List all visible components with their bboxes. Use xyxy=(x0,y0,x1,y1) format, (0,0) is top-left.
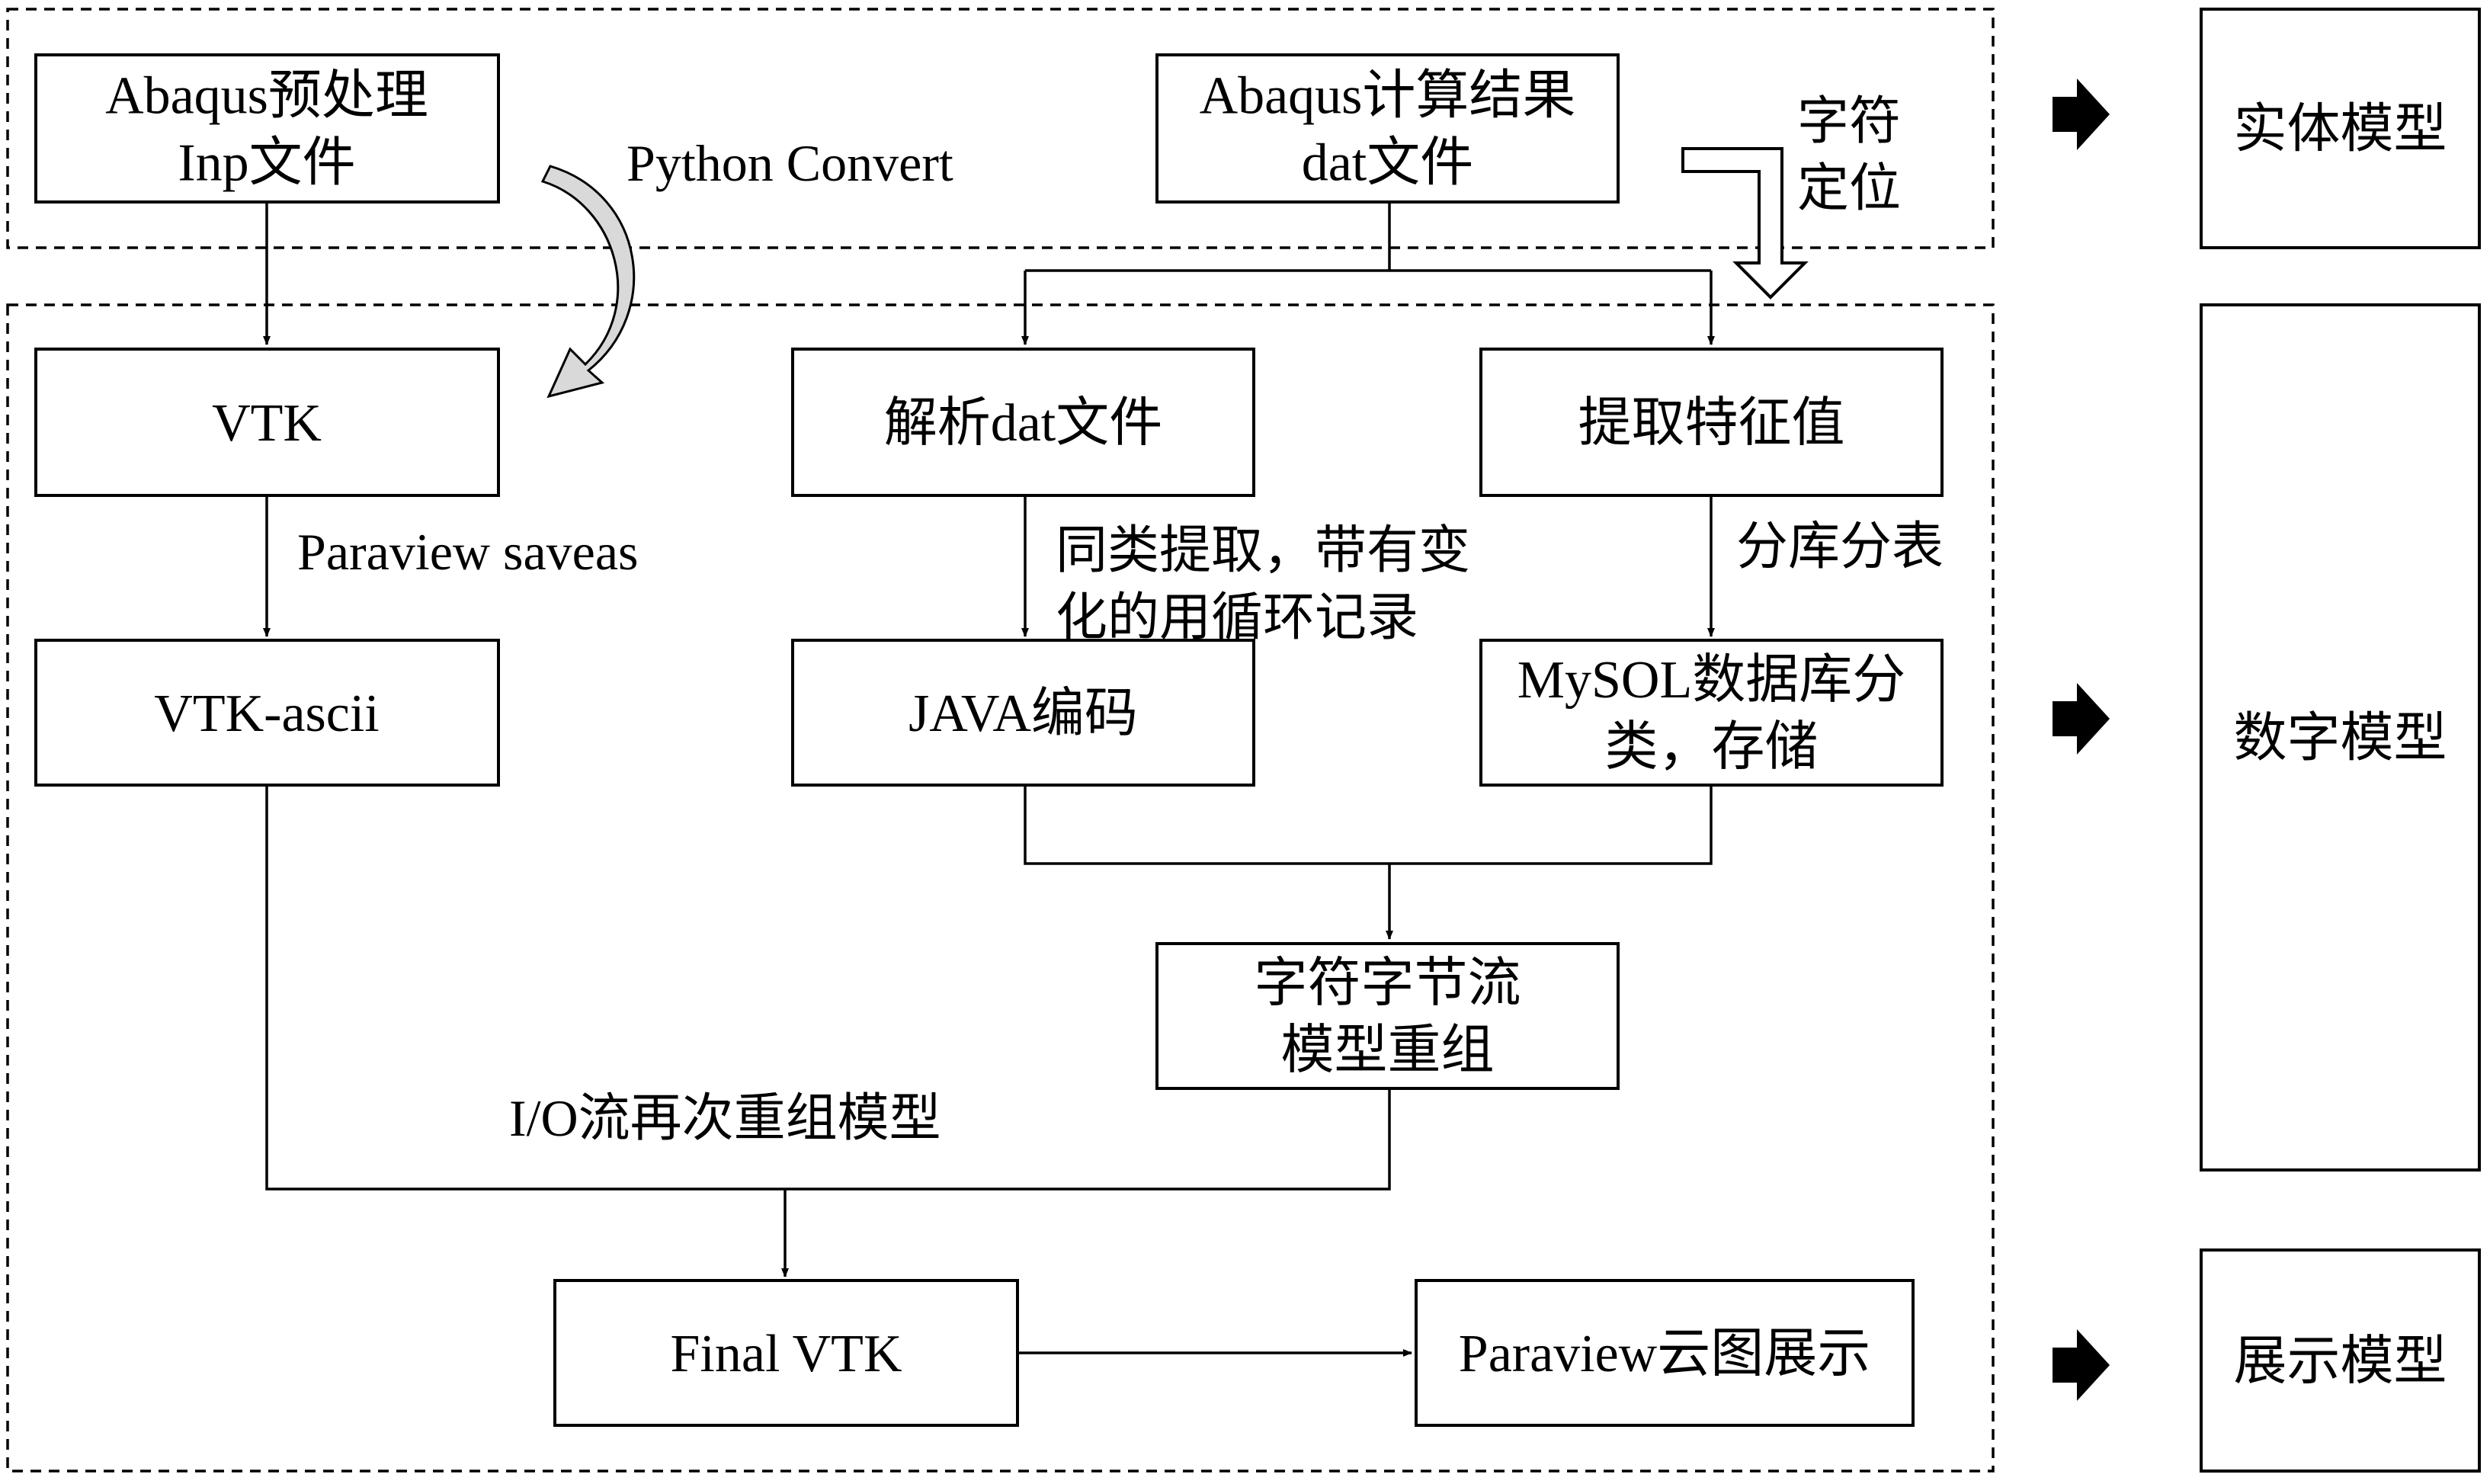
label-line: 分库分表 xyxy=(1736,518,1944,575)
label-line: 模型重组 xyxy=(1281,1021,1495,1080)
layer-physical-model: 实体模型 xyxy=(2200,8,2481,249)
label-line: VTK-ascii xyxy=(154,684,379,743)
digital-layer-frame xyxy=(6,303,1995,1473)
label-line: 类，存储 xyxy=(1605,718,1819,777)
annotation-io-stream: I/O流再次重组模型 xyxy=(509,1089,941,1147)
svg-text:解析dat文件: 解析dat文件 xyxy=(884,394,1163,453)
label-line: 数字模型 xyxy=(2234,710,2447,768)
node-parse-dat: 解析dat文件 xyxy=(791,348,1255,497)
physical-layer-frame xyxy=(6,8,1995,249)
annotation-same-class-extract: 同类提取，带有变化的用循环记录 xyxy=(1056,521,1470,646)
label-line: 字符字节流 xyxy=(1255,954,1521,1013)
svg-text:JAVA编码: JAVA编码 xyxy=(909,684,1138,743)
label-line: 解析dat文件 xyxy=(884,394,1163,453)
svg-text:Paraview云图展示: Paraview云图展示 xyxy=(1459,1325,1870,1383)
layer-arrow-icon xyxy=(2053,683,2110,755)
node-java-encode: JAVA编码 xyxy=(791,639,1255,787)
svg-text:字符字节流模型重组: 字符字节流模型重组 xyxy=(1255,954,1521,1080)
layer-arrow-icon xyxy=(2053,79,2110,150)
connector-java-mysql-merge xyxy=(1024,785,1713,939)
node-abaqus-inp: Abaqus预处理 Inp文件 xyxy=(34,53,500,204)
annotation-python-convert: Python Convert xyxy=(627,134,953,192)
connector-ascii-stream-merge xyxy=(265,785,1391,1277)
layer-arrow-icon xyxy=(2053,1329,2110,1401)
node-paraview-display: Paraview云图展示 xyxy=(1415,1279,1915,1427)
node-final-vtk: Final VTK xyxy=(553,1279,1019,1427)
label-line: 同类提取，带有变 xyxy=(1056,521,1470,579)
svg-text:VTK: VTK xyxy=(212,394,322,453)
annotation-split-db: 分库分表 xyxy=(1736,518,1944,575)
node-abaqus-dat: Abaqus计算结果 dat文件 xyxy=(1155,53,1620,204)
node-vtk-ascii: VTK-ascii xyxy=(34,639,500,787)
label-line: Paraview云图展示 xyxy=(1459,1325,1870,1383)
label-line: 字符 xyxy=(1797,92,1901,150)
svg-text:数字模型: 数字模型 xyxy=(2234,710,2447,768)
node-extract-features: 提取特征值 xyxy=(1479,348,1944,497)
label-line: I/O流再次重组模型 xyxy=(509,1089,941,1147)
label-line: VTK xyxy=(212,394,322,453)
svg-text:VTK-ascii: VTK-ascii xyxy=(154,684,379,743)
svg-text:提取特征值: 提取特征值 xyxy=(1578,394,1845,453)
annotation-paraview-saveas: Paraview saveas xyxy=(297,523,638,581)
label-line: MySOL数据库分 xyxy=(1517,651,1905,710)
label-line: Paraview saveas xyxy=(297,523,638,581)
layer-digital-model: 数字模型 xyxy=(2200,303,2481,1171)
label-line: 提取特征值 xyxy=(1578,394,1845,453)
node-stream-rebuild: 字符字节流模型重组 xyxy=(1155,942,1620,1090)
svg-text:展示模型: 展示模型 xyxy=(2234,1332,2447,1391)
label-line: 定位 xyxy=(1797,159,1901,217)
node-vtk: VTK xyxy=(34,348,500,497)
label-line: 展示模型 xyxy=(2234,1332,2447,1391)
label-line: 化的用循环记录 xyxy=(1056,588,1418,646)
svg-text:实体模型: 实体模型 xyxy=(2234,101,2447,159)
label-line: Abaqus预处理 xyxy=(105,67,428,126)
label-line: Python Convert xyxy=(627,134,953,192)
svg-text:MySOL数据库分类，存储: MySOL数据库分类，存储 xyxy=(1517,651,1905,777)
python-convert-arrow-icon xyxy=(540,165,636,399)
label-line: Final VTK xyxy=(671,1325,902,1383)
svg-text:Final VTK: Final VTK xyxy=(671,1325,902,1383)
label-line: JAVA编码 xyxy=(909,684,1138,743)
label-line: 实体模型 xyxy=(2234,101,2447,159)
connector-dat-split xyxy=(1025,202,1711,272)
layer-display-model: 展示模型 xyxy=(2200,1248,2481,1473)
label-line: Inp文件 xyxy=(178,134,355,193)
label-line: dat文件 xyxy=(1302,134,1474,193)
char-locate-arrow-icon xyxy=(1681,147,1809,300)
label-line: Abaqus计算结果 xyxy=(1200,67,1576,126)
node-mysql-store: MySOL数据库分类，存储 xyxy=(1479,639,1944,787)
annotation-char-locate: 字符定位 xyxy=(1797,92,1901,217)
